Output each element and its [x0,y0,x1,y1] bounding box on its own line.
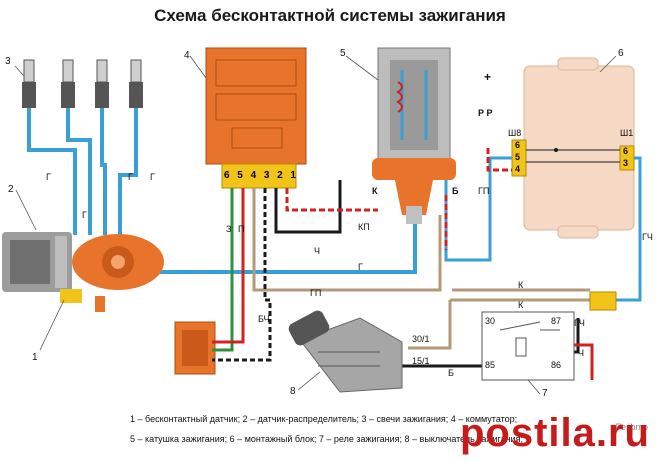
callout-7: 7 [542,388,548,399]
distributor [2,232,164,312]
ignition-switch [288,310,403,393]
switch-terminal-15: 15/1 [412,356,430,366]
callout-6: 6 [618,48,624,59]
wire-label-g: Г [128,172,133,182]
plus-label: + [484,70,492,84]
wire-label-p: П [238,224,245,234]
spark-plug [61,59,75,108]
wire-label-gch: ГЧ [574,318,585,328]
wire-label-ch: Ч [578,348,584,358]
wire-label-bch: БЧ [258,314,270,324]
commutator-pin: 6 [224,170,230,181]
switch-terminal-30: 30/1 [412,334,430,344]
low-voltage-wires [212,148,642,380]
wire-label-b: Б [448,368,454,378]
legend-line-2: 5 – катушка зажигания; 6 – монтажный бло… [130,434,523,444]
wire-label-g: Г [46,172,51,182]
watermark-small: Fesbmo [615,422,648,432]
wire-label-gch: ГЧ [642,232,653,242]
wire-label-gp: ГП [310,288,322,298]
block-pin: 4 [515,164,521,174]
commutator [205,47,307,189]
wire-label-z: З [226,224,232,234]
ignition-relay [481,311,575,381]
wire-label-gp: ГП [478,186,490,196]
relay-pin-30: 30 [485,316,496,326]
wire-label-g: Г [82,210,87,220]
block-connector-sh1: Ш1 [620,128,634,138]
wire-label-k: К [518,280,524,290]
commutator-pin: 5 [237,170,243,181]
watermark: postila.ru [459,411,650,455]
spark-plug [129,59,143,108]
commutator-pins: 6 5 4 3 2 1 [224,170,296,181]
callout-8: 8 [290,386,296,397]
commutator-pin: 3 [263,170,270,181]
callout-3: 3 [5,56,11,67]
commutator-pin: 1 [290,170,296,181]
relay-pin-85: 85 [485,360,496,370]
coil-terminal-k: К [372,186,378,196]
block-pin: 5 [515,152,521,162]
commutator-pin: 4 [250,170,257,181]
mounting-block [511,57,635,239]
wire-label-ch: Ч [314,246,320,256]
legend-line-1: 1 – бесконтактный датчик; 2 – датчик-рас… [130,414,518,424]
callout-1: 1 [32,352,38,363]
block-pin: 6 [623,146,629,156]
ignition-coil [372,47,456,224]
block-connector-sh8: Ш8 [508,128,522,138]
callout-2: 2 [8,184,14,195]
diagram-title: Схема бесконтактной системы зажигания [154,6,506,25]
wire-label-k: К [518,300,524,310]
wire-label-kp: КП [358,222,370,232]
wire-label-g: Г [150,172,155,182]
callout-4: 4 [184,50,190,61]
spark-plugs [22,59,143,108]
sensor-connector [174,321,216,375]
spark-plug [22,59,36,108]
relay-pin-87: 87 [551,316,562,326]
wire-label-rr: Р Р [478,108,493,118]
wire-label-g: Г [358,262,363,272]
callout-5: 5 [340,48,346,59]
relay-pin-86: 86 [551,360,562,370]
coil-terminal-b: Б [452,186,459,196]
spark-plug [95,59,109,108]
block-pin: 3 [623,158,629,168]
relay-connector [589,291,617,311]
block-pin: 6 [515,140,521,150]
callout-leaders [14,55,617,395]
commutator-pin: 2 [277,170,283,181]
